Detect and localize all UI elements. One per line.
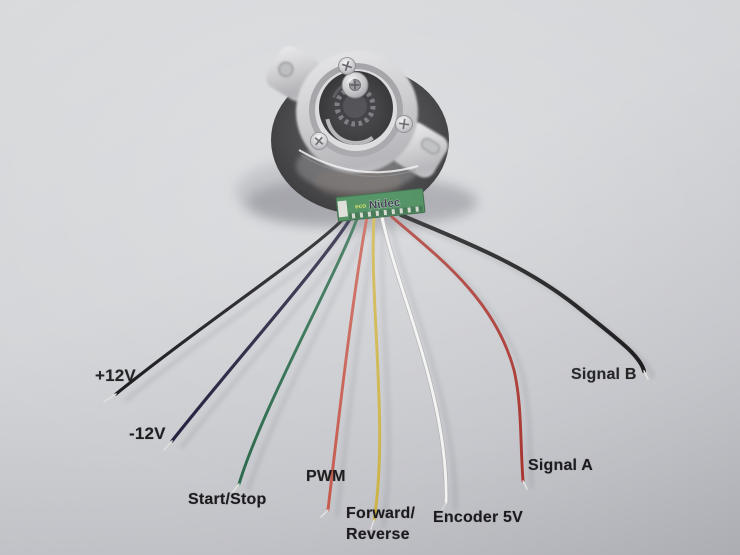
wire-encoder-5v-tip [441, 502, 447, 511]
pcb-eco-text: eco [355, 202, 367, 210]
wire-harness [103, 213, 649, 530]
wire-pwm [326, 215, 369, 512]
flange-chamfer-highlight [298, 149, 419, 174]
shaft-cap [341, 71, 369, 99]
wire-shadows [124, 220, 655, 528]
flange-hole-round [278, 61, 294, 78]
wire-start-stop-tip [232, 483, 240, 493]
screw-right [395, 115, 413, 133]
wire-plus-12v [114, 213, 349, 396]
wire-start-stop [237, 214, 360, 486]
flange-seam [300, 154, 417, 177]
wire-encoder-5v [380, 215, 448, 505]
pcb-board: eco Nidec [335, 188, 426, 222]
wire-forward-reverse [371, 215, 382, 522]
wire-forward-reverse-tip [370, 519, 375, 530]
wire-minus-12v [170, 214, 354, 443]
screw-left [310, 132, 328, 150]
pcb-brand-text: Nidec [368, 197, 401, 212]
wire-signal-b-tip [643, 370, 649, 380]
flange-screws [310, 57, 413, 150]
screw-top [338, 57, 356, 75]
wire-encoder-5v-outline [379, 214, 449, 506]
drive-gear [334, 85, 376, 127]
flange-hole-oblong [420, 137, 441, 155]
wire-plus-12v-tip [103, 393, 117, 403]
wire-pwm-tip [320, 509, 329, 518]
wire-signal-a [390, 215, 525, 483]
wire-minus-12v-tip [163, 440, 173, 451]
pcb-connector [337, 200, 349, 218]
wire-signal-b [399, 213, 646, 373]
wire-signal-a-tip [522, 480, 528, 490]
shaft-assembly [309, 63, 403, 157]
